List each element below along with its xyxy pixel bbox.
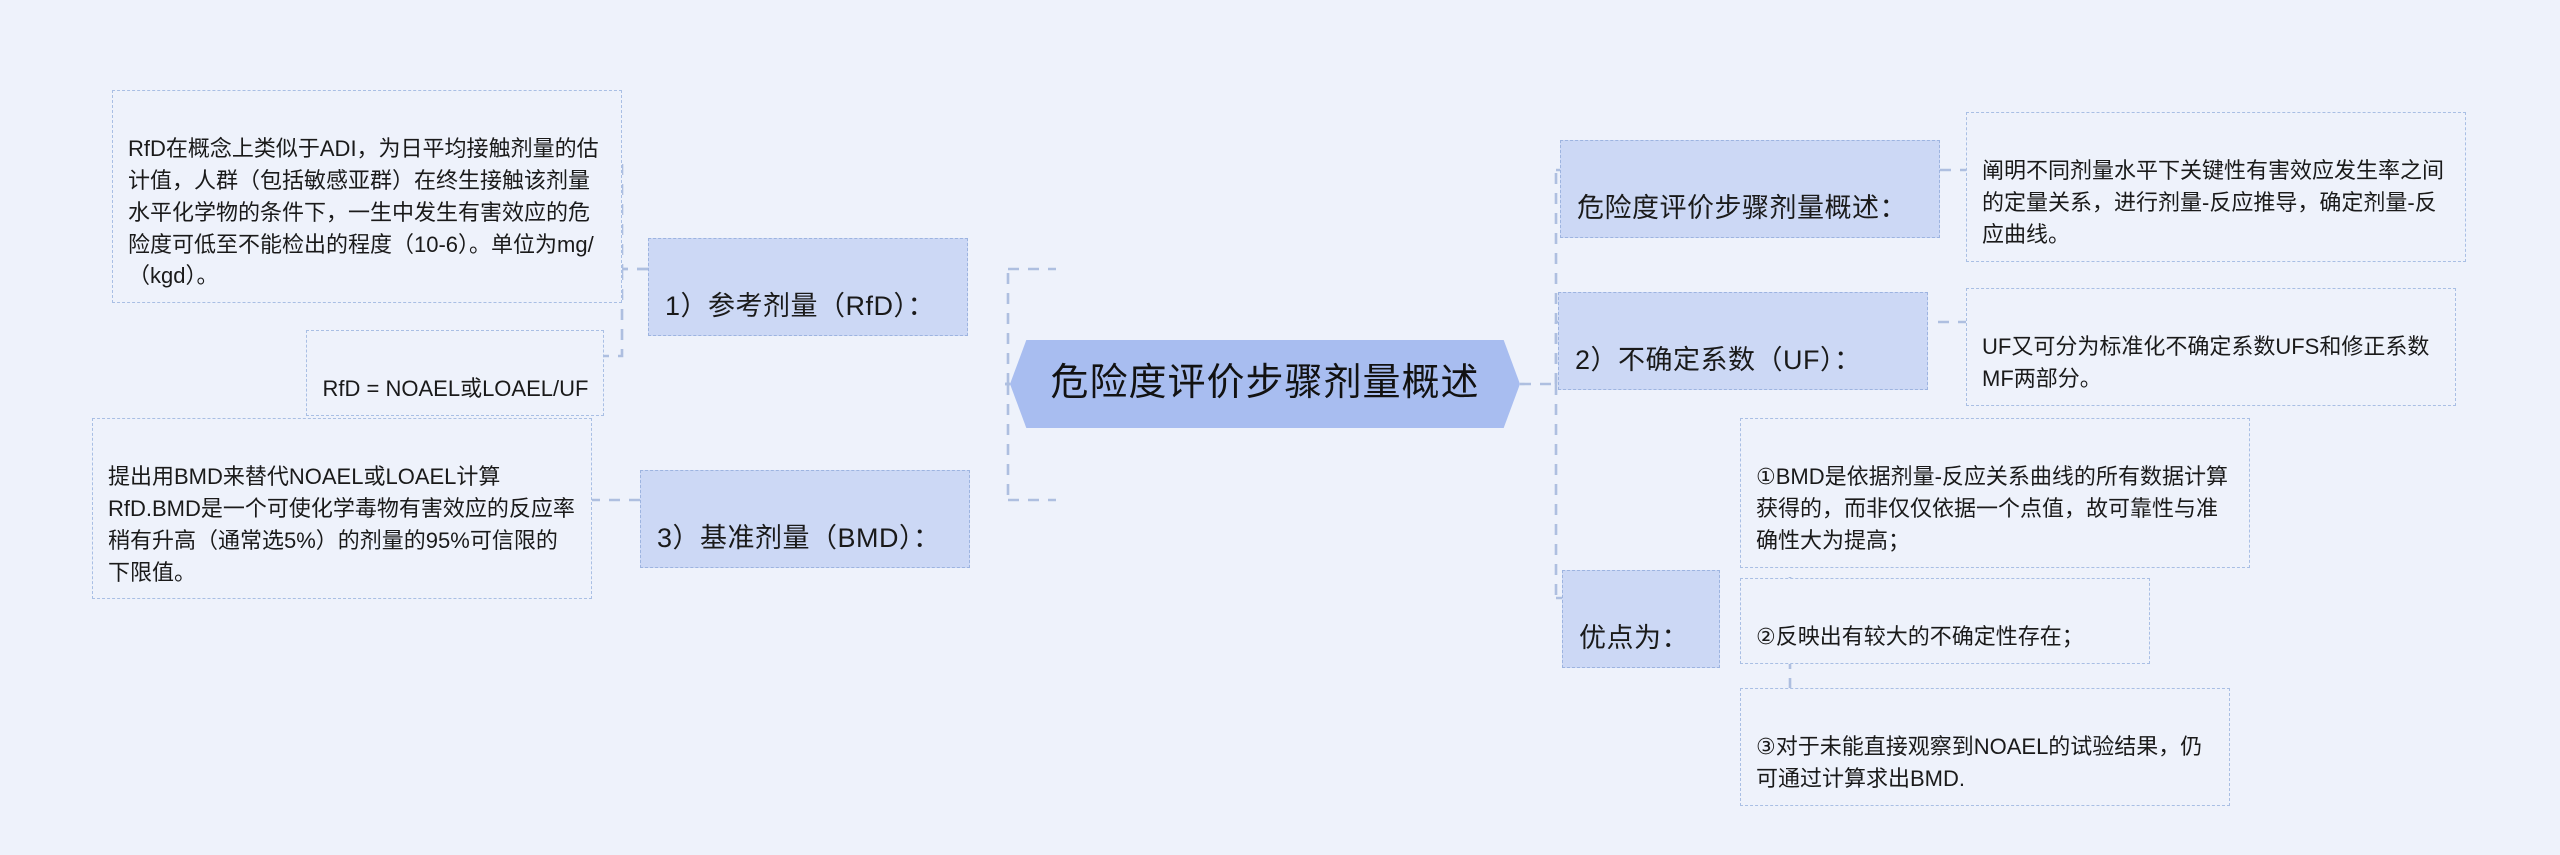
note-uf-components[interactable]: UF又可分为标准化不确定系数UFS和修正系数MF两部分。 bbox=[1966, 288, 2456, 406]
note-rfd-formula-label: RfD = NOAEL或LOAEL/UF bbox=[322, 375, 589, 401]
topic-uncertainty-factor-label: 2）不确定系数（UF）： bbox=[1575, 345, 1862, 376]
note-advantage-1[interactable]: ①BMD是依据剂量-反应关系曲线的所有数据计算获得的，而非仅仅依据一个点值，故可… bbox=[1740, 418, 2250, 568]
note-rfd-definition-label: RfD在概念上类似于ADI，为日平均接触剂量的估计值，人群（包括敏感亚群）在终生… bbox=[128, 135, 599, 289]
note-rfd-definition[interactable]: RfD在概念上类似于ADI，为日平均接触剂量的估计值，人群（包括敏感亚群）在终生… bbox=[112, 90, 622, 304]
note-advantage-1-label: ①BMD是依据剂量-反应关系曲线的所有数据计算获得的，而非仅仅依据一个点值，故可… bbox=[1756, 463, 2228, 553]
note-advantage-3-label: ③对于未能直接观察到NOAEL的试验结果，仍可通过计算求出BMD. bbox=[1756, 733, 2203, 791]
topic-risk-assessment-overview-label: 危险度评价步骤剂量概述： bbox=[1577, 193, 1907, 224]
note-uf-components-label: UF又可分为标准化不确定系数UFS和修正系数MF两部分。 bbox=[1982, 333, 2430, 391]
topic-risk-assessment-overview[interactable]: 危险度评价步骤剂量概述： bbox=[1560, 140, 1940, 239]
note-dose-response-label: 阐明不同剂量水平下关键性有害效应发生率之间的定量关系，进行剂量-反应推导，确定剂… bbox=[1982, 157, 2445, 247]
topic-benchmark-dose-label: 3）基准剂量（BMD）： bbox=[657, 523, 941, 554]
note-bmd-definition[interactable]: 提出用BMD来替代NOAEL或LOAEL计算RfD.BMD是一个可使化学毒物有害… bbox=[92, 418, 592, 600]
note-bmd-definition-label: 提出用BMD来替代NOAEL或LOAEL计算RfD.BMD是一个可使化学毒物有害… bbox=[108, 463, 575, 585]
topic-uncertainty-factor[interactable]: 2）不确定系数（UF）： bbox=[1558, 292, 1928, 391]
note-dose-response[interactable]: 阐明不同剂量水平下关键性有害效应发生率之间的定量关系，进行剂量-反应推导，确定剂… bbox=[1966, 112, 2466, 262]
note-rfd-formula[interactable]: RfD = NOAEL或LOAEL/UF bbox=[306, 330, 604, 416]
topic-advantages[interactable]: 优点为： bbox=[1562, 570, 1720, 669]
note-advantage-2-label: ②反映出有较大的不确定性存在； bbox=[1756, 623, 2084, 649]
note-advantage-2[interactable]: ②反映出有较大的不确定性存在； bbox=[1740, 578, 2150, 664]
note-advantage-3[interactable]: ③对于未能直接观察到NOAEL的试验结果，仍可通过计算求出BMD. bbox=[1740, 688, 2230, 806]
topic-reference-dose-label: 1）参考剂量（RfD）： bbox=[665, 291, 936, 322]
topic-reference-dose[interactable]: 1）参考剂量（RfD）： bbox=[648, 238, 968, 337]
central-topic[interactable]: 危险度评价步骤剂量概述 bbox=[1010, 340, 1520, 428]
central-topic-label: 危险度评价步骤剂量概述 bbox=[1050, 362, 1480, 405]
topic-benchmark-dose[interactable]: 3）基准剂量（BMD）： bbox=[640, 470, 970, 569]
topic-advantages-label: 优点为： bbox=[1579, 623, 1689, 654]
